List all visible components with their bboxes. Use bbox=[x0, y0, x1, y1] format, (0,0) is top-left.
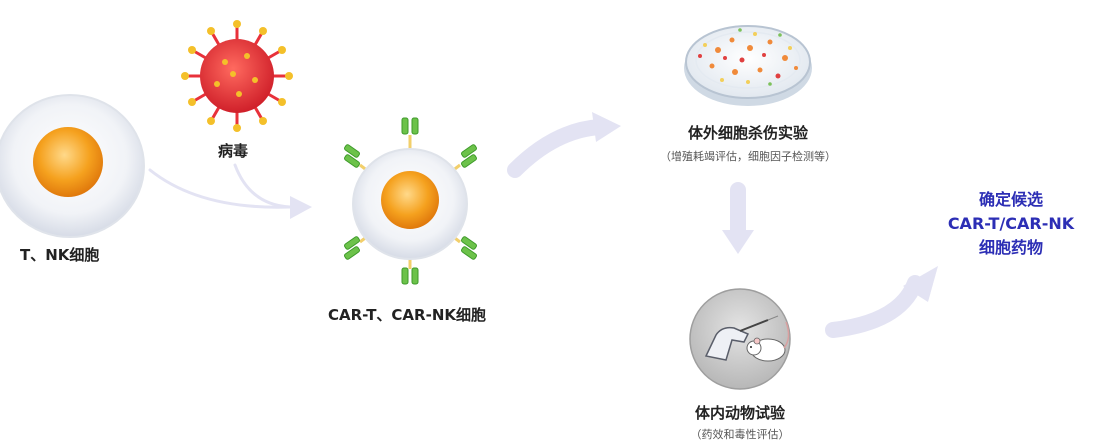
in-vitro-title: 体外细胞杀伤实验 bbox=[687, 124, 808, 142]
arrow-heads bbox=[290, 112, 938, 302]
mouse-experiment-icon bbox=[689, 288, 791, 390]
petri-dish-icon bbox=[684, 25, 812, 106]
car-cell-label: CAR-T、CAR-NK细胞 bbox=[328, 306, 486, 324]
virus-label: 病毒 bbox=[218, 142, 249, 160]
virus-icon bbox=[181, 20, 293, 132]
in-vivo-subtitle: （药效和毒性评估） bbox=[690, 428, 790, 441]
in-vivo-title: 体内动物试验 bbox=[694, 404, 785, 422]
final-line-3: 细胞药物 bbox=[978, 238, 1043, 257]
arrow-car-to-invitro bbox=[507, 119, 608, 178]
final-line-1: 确定候选 bbox=[978, 190, 1043, 209]
t-nk-cell-icon bbox=[0, 94, 145, 238]
arrow-head-3 bbox=[722, 230, 754, 254]
arrow-head-4 bbox=[903, 266, 938, 302]
in-vitro-subtitle: （增殖耗竭评估，细胞因子检测等） bbox=[660, 150, 836, 163]
arrow-head-2 bbox=[592, 112, 621, 142]
arrow-head-1 bbox=[290, 196, 312, 219]
final-candidate-label: 确定候选 CAR-T/CAR-NK 细胞药物 bbox=[936, 188, 1086, 260]
arrow-invivo-to-final bbox=[825, 275, 923, 338]
arrow-virus-to-car bbox=[233, 163, 292, 209]
tnk-cell-label: T、NK细胞 bbox=[20, 246, 100, 264]
car-cell-icon bbox=[344, 117, 477, 285]
arrow-tnk-to-car bbox=[148, 168, 292, 209]
final-line-2: CAR-T/CAR-NK bbox=[947, 214, 1075, 233]
